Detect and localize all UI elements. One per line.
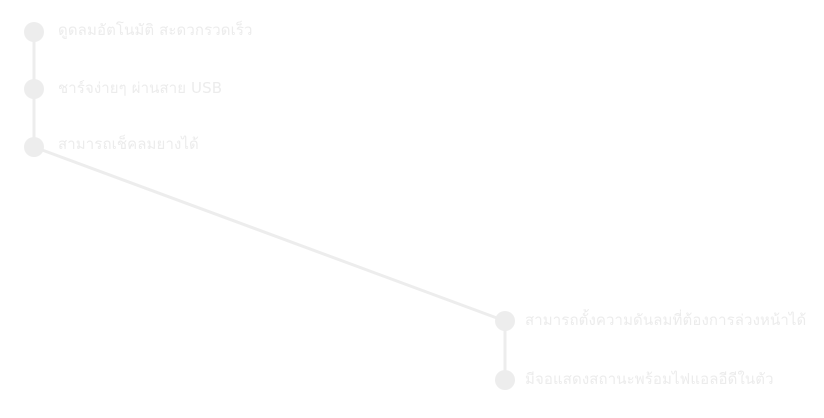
feature-label-3: สามารถเช็คลมยางได้ (58, 135, 199, 153)
feature-dot-4 (495, 311, 515, 331)
feature-label-4: สามารถตั้งความดันลมที่ต้องการล่วงหน้าได้ (525, 311, 807, 329)
feature-dot-2 (24, 79, 44, 99)
feature-label-5: มีจอแสดงสถานะพร้อมไฟแอลอีดีในตัว (525, 370, 774, 388)
feature-dot-3 (24, 137, 44, 157)
feature-dot-1 (24, 22, 44, 42)
connector-line-3 (32, 145, 507, 323)
feature-label-2: ชาร์จง่ายๆ ผ่านสาย USB (58, 79, 223, 97)
feature-label-1: ดูดลมอัตโนมัติ สะดวกรวดเร็ว (58, 21, 253, 39)
feature-dot-5 (495, 370, 515, 390)
